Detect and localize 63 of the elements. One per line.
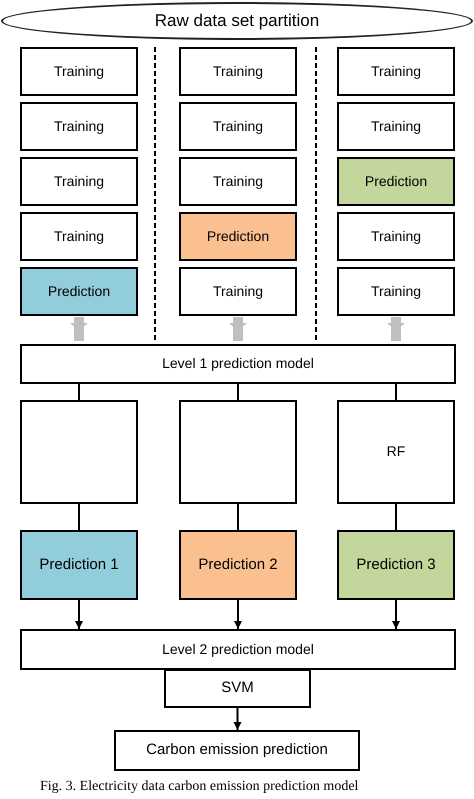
box-label: Training (54, 228, 104, 246)
arrow (229, 317, 247, 341)
box-label: SVM (221, 679, 254, 698)
process-box (337, 157, 455, 206)
box-label: Prediction (364, 172, 428, 190)
arrow (70, 317, 88, 341)
connector-line (395, 504, 397, 530)
process-box (337, 212, 455, 261)
process-box (164, 669, 311, 708)
process-box (337, 47, 455, 96)
process-box (337, 102, 455, 151)
process-box (337, 400, 455, 504)
box-label: Training (54, 118, 104, 136)
process-box (20, 267, 138, 316)
arrow (387, 317, 405, 341)
process-box (20, 629, 456, 670)
process-box (337, 530, 455, 600)
process-box (20, 157, 138, 206)
process-box (20, 47, 138, 96)
connector-line (78, 384, 80, 400)
connector-line (237, 384, 239, 400)
process-box (20, 530, 138, 600)
process-box (179, 47, 297, 96)
box-label: Training (370, 228, 422, 246)
box-label: Raw data set partition (154, 10, 320, 32)
box-label: Training (212, 282, 264, 300)
box-label: Training (54, 62, 104, 80)
box-label: Prediction 3 (356, 556, 436, 574)
arrow (234, 708, 242, 730)
box-label: Prediction 2 (198, 556, 278, 574)
process-box (20, 344, 456, 384)
box-label: Training (370, 118, 422, 136)
arrow (234, 600, 242, 629)
process-box (20, 212, 138, 261)
box-label: Training (54, 172, 104, 190)
process-box (179, 530, 297, 600)
process-box (179, 267, 297, 316)
box-label: RF (386, 443, 406, 461)
connector-line (78, 504, 80, 530)
box-label: Training (212, 62, 264, 80)
box-label: Training (370, 62, 422, 80)
box-label: Training (370, 282, 422, 300)
arrow (75, 600, 83, 629)
process-box (179, 157, 297, 206)
process-box (337, 267, 455, 316)
process-box (20, 102, 138, 151)
arrow (392, 600, 400, 629)
empty-box (20, 400, 138, 504)
box-label: Training (212, 172, 264, 190)
connector-line (237, 504, 239, 530)
process-box (114, 730, 360, 771)
box-label: Carbon emission prediction (146, 741, 328, 760)
box-label: Level 2 prediction model (162, 640, 314, 658)
empty-box (179, 400, 297, 504)
connector-line (395, 384, 397, 400)
box-label: Prediction (206, 228, 270, 246)
process-box (179, 102, 297, 151)
box-label: Prediction (48, 282, 110, 300)
figure-caption: Fig. 3. Electricity data carbon emission prediction model (40, 780, 358, 794)
process-box (179, 212, 297, 261)
box-label: Prediction 1 (39, 556, 119, 574)
box-label: Training (212, 118, 264, 136)
box-label: Level 1 prediction model (162, 355, 314, 373)
